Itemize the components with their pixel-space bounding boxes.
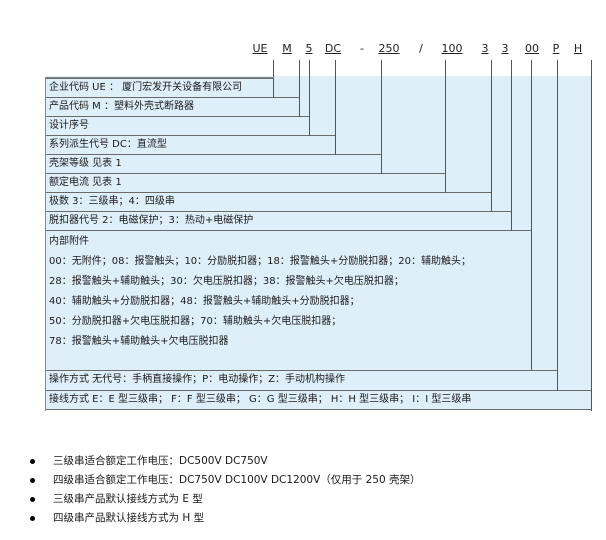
notes-list: 三级串适合额定工作电压：DC500V DC750V 四级串适合额定工作电压：DC… [30,452,421,528]
row-series: 系列派生代号 DC：直流型 [45,135,335,154]
connector-line [511,60,512,231]
accessory-line: 78：报警触头+辅助触头+欠电压脱扣器 [49,336,229,347]
code-part-product: M [282,42,292,55]
row-release: 脱扣器代号 2：电磁保护；3：热动+电磁保护 [45,211,511,230]
accessory-line: 40：辅助触头+分励脱扣器；48：报警触头+辅助触头+分励脱扣器； [49,296,360,307]
accessory-line: 00：无附件；08：报警触头；10：分励脱扣器；18：报警触头+分励脱扣器；20… [49,256,472,267]
connector-line [591,60,592,411]
connector-line [445,60,446,193]
code-part-design: 5 [305,42,313,55]
connector-line [557,60,558,390]
row-accessories: 内部附件 00：无附件；08：报警触头；10：分励脱扣器；18：报警触头+分励脱… [45,230,531,347]
connector-line [335,60,336,155]
connector-line [491,60,492,212]
accessory-title: 内部附件 [49,236,89,247]
accessory-line: 28：报警触头+辅助触头；30：欠电压脱扣器；38：报警触头+欠电压脱扣器； [49,276,404,287]
code-separator-slash: / [419,42,423,55]
list-item: 三级串适合额定工作电压：DC500V DC750V [30,452,421,471]
row-wiring: 接线方式 E：E 型三级串； F：F 型三级串； G：G 型三级串； H：H 型… [45,390,591,410]
row-design: 设计序号 [45,116,309,135]
code-part-wiring: H [573,42,583,55]
row-company: 企业代码 UE ： 厦门宏发开关设备有限公司 [45,78,273,97]
row-poles: 极数 3：三级串；4：四级串 [45,192,491,211]
row-operation: 操作方式 无代号：手柄直接操作；P：电动操作；Z：手动机构操作 [45,370,557,390]
table-left-border [45,77,46,411]
code-part-operation: P [552,42,560,55]
bullet-icon [30,478,35,483]
accessory-line: 50：分励脱扣器+欠电压脱扣器；70：辅助触头+欠电压脱扣器； [49,316,342,327]
bullet-icon [30,459,35,464]
code-separator-dash: - [360,42,364,55]
connector-line [531,60,532,370]
connector-line [381,60,382,174]
code-part-poles: 3 [481,42,489,55]
code-part-accessory: 00 [525,42,539,55]
list-item: 四级串产品默认接线方式为 H 型 [30,509,421,528]
code-part-release: 3 [501,42,509,55]
code-part-current: 100 [441,42,463,55]
row-frame: 壳架等级 见表 1 [45,154,381,173]
row-current: 额定电流 见表 1 [45,173,445,192]
code-part-series: DC [324,42,342,55]
bullet-icon [30,516,35,521]
table-top-border [45,77,274,78]
connector-line [273,60,274,98]
bullet-icon [30,497,35,502]
row-product: 产品代码 M ：塑料外壳式断路器 [45,97,299,116]
connector-line [299,60,300,117]
connector-line [309,60,310,136]
list-item: 三级串产品默认接线方式为 E 型 [30,490,421,509]
code-part-company: UE [252,42,268,55]
list-item: 四级串适合额定工作电压：DC750V DC100V DC1200V（仅用于 25… [30,471,421,490]
code-part-frame: 250 [378,42,400,55]
